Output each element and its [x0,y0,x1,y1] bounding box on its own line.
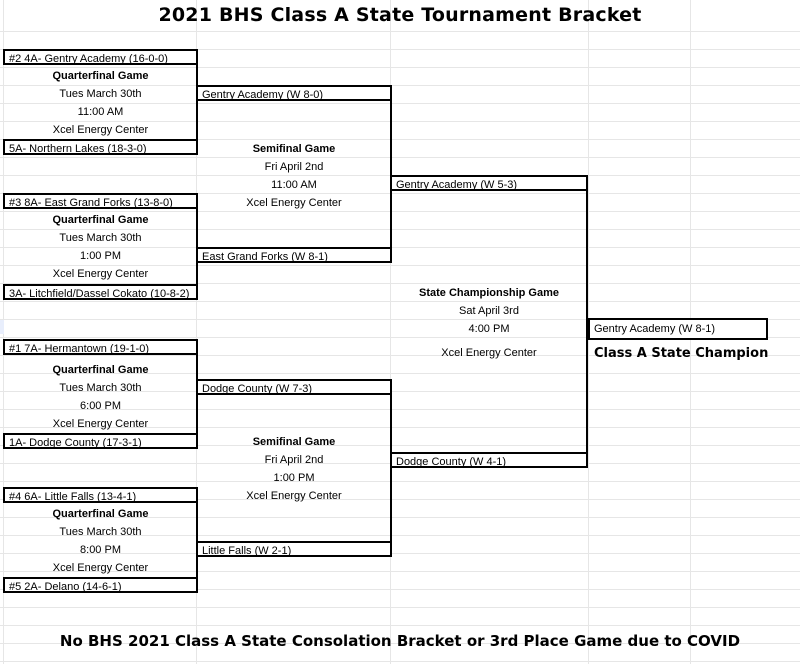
final-date: Sat April 3rd [459,305,519,317]
sf1-time: 11:00 AM [271,179,317,191]
qf1-bracket-line [196,49,198,155]
qf4-venue: Xcel Energy Center [52,562,149,574]
qf1-winner[interactable]: Gentry Academy (W 8-0) [196,85,392,101]
qf3-time: 6:00 PM [80,400,121,412]
qf2-time: 1:00 PM [80,250,121,262]
sf1-venue: Xcel Energy Center [246,197,342,209]
qf4-bottom-team[interactable]: #5 2A- Delano (14-6-1) [3,577,198,593]
sf2-date: Fri April 2nd [264,454,324,466]
qf2-bottom-team[interactable]: 3A- Litchfield/Dassel Cokato (10-8-2) [3,284,198,300]
footer-note: No BHS 2021 Class A State Consolation Br… [59,632,741,650]
qf3-venue: Xcel Energy Center [52,418,149,430]
sf2-time: 1:00 PM [273,472,315,484]
qf2-bracket-line [196,193,198,300]
final-venue: Xcel Energy Center [441,347,537,359]
final-winner[interactable]: Gentry Academy (W 8-1) [588,318,768,340]
qf4-time: 8:00 PM [80,544,121,556]
qf4-top-team[interactable]: #4 6A- Little Falls (13-4-1) [3,487,198,503]
qf3-date: Tues March 30th [59,382,142,394]
qf1-label: Quarterfinal Game [52,70,149,82]
qf4-date: Tues March 30th [59,526,142,538]
qf2-winner[interactable]: East Grand Forks (W 8-1) [196,247,392,263]
sf2-venue: Xcel Energy Center [246,490,342,502]
qf3-label: Quarterfinal Game [52,364,149,376]
champion-label: Class A State Champion [594,346,769,361]
qf3-top-team[interactable]: #1 7A- Hermantown (19-1-0) [3,339,198,355]
sf1-label: Semifinal Game [252,143,336,155]
selected-row-marker [0,320,4,334]
qf2-label: Quarterfinal Game [52,214,149,226]
qf1-venue: Xcel Energy Center [52,124,149,136]
qf4-label: Quarterfinal Game [52,508,149,520]
bracket-title: 2021 BHS Class A State Tournament Bracke… [158,4,642,26]
sf1-bracket-line [390,85,392,263]
qf1-time: 11:00 AM [77,106,124,118]
qf1-date: Tues March 30th [59,88,142,100]
qf3-bottom-team[interactable]: 1A- Dodge County (17-3-1) [3,433,198,449]
sf2-winner[interactable]: Dodge County (W 4-1) [390,452,588,468]
final-bracket-line [586,175,588,468]
sf1-date: Fri April 2nd [264,161,324,173]
sf2-label: Semifinal Game [252,436,336,448]
qf2-top-team[interactable]: #3 8A- East Grand Forks (13-8-0) [3,193,198,209]
qf4-bracket-line [196,487,198,593]
qf1-bottom-team[interactable]: 5A- Northern Lakes (18-3-0) [3,139,198,155]
qf2-venue: Xcel Energy Center [52,268,149,280]
qf2-date: Tues March 30th [59,232,142,244]
qf4-winner[interactable]: Little Falls (W 2-1) [196,541,392,557]
sf1-winner[interactable]: Gentry Academy (W 5-3) [390,175,588,191]
qf3-winner[interactable]: Dodge County (W 7-3) [196,379,392,395]
sf2-bracket-line [390,379,392,557]
qf1-top-team[interactable]: #2 4A- Gentry Academy (16-0-0) [3,49,198,65]
final-time: 4:00 PM [468,323,510,335]
final-label: State Championship Game [419,287,559,299]
